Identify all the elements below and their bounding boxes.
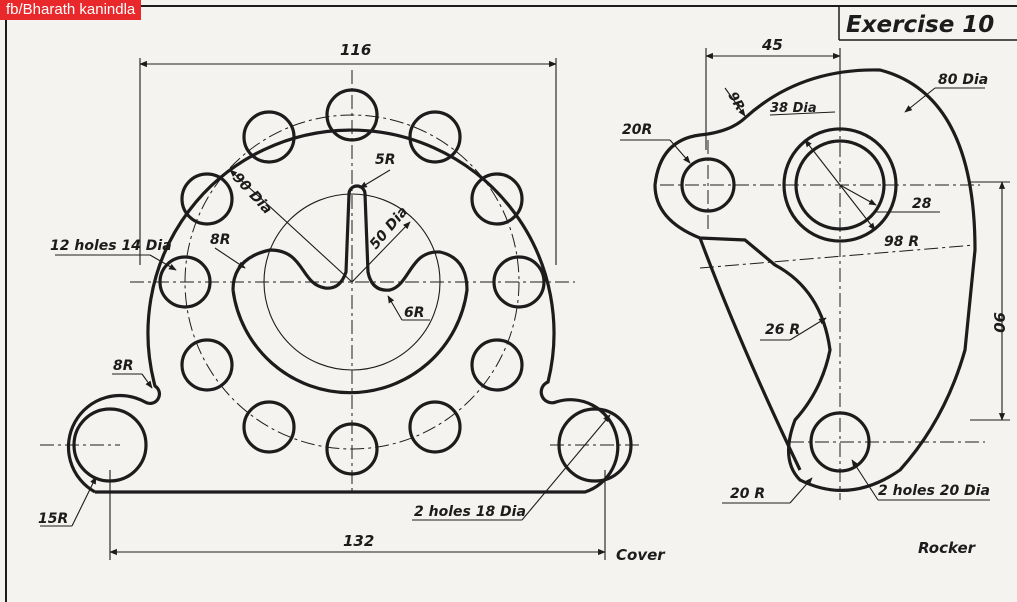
cover-bolt-holes: [158, 88, 546, 476]
dim-8r-base: 8R: [113, 358, 134, 374]
hole-10: [158, 255, 212, 309]
dim-28: 28: [912, 196, 932, 212]
hole-9: [180, 338, 234, 392]
hole-2: [408, 110, 462, 164]
dim-116: 116: [340, 41, 371, 59]
dim-26r: 26 R: [765, 322, 800, 338]
rocker-centerlines: [660, 118, 985, 500]
cover-caption: Cover: [616, 546, 666, 564]
cover-dimensions: [40, 58, 611, 560]
watermark-label: fb/Bharath kanindla: [0, 0, 142, 20]
base-hole-right: [557, 407, 633, 483]
dim-90: 90: [990, 312, 1008, 333]
dim-2-holes-20: 2 holes 20 Dia: [878, 483, 990, 499]
hole-6: [408, 400, 462, 454]
hole-3: [470, 172, 524, 226]
hole-11: [180, 172, 234, 226]
hole-7: [325, 422, 379, 476]
hole-8: [242, 400, 296, 454]
hole-1: [325, 88, 379, 142]
dim-80-dia: 80 Dia: [938, 72, 988, 88]
rocker-dimension-labels: 45 9R 38 Dia 20R 80 Dia 28 98 R 90 26 R …: [622, 36, 1008, 557]
sheet-border: [0, 5, 1017, 602]
dim-98r: 98 R: [884, 234, 919, 250]
rocker-drawing: 45 9R 38 Dia 20R 80 Dia 28 98 R 90 26 R …: [620, 36, 1010, 557]
exercise-title: Exercise 10: [846, 12, 994, 38]
dim-5r: 5R: [375, 152, 396, 168]
cover-drawing: 116 132 90 Dia 12 holes 14 Dia 5R 50 Dia…: [38, 41, 666, 564]
hole-4: [492, 255, 546, 309]
dim-12-holes: 12 holes 14 Dia: [50, 238, 172, 254]
rocker-caption: Rocker: [918, 539, 977, 557]
cover-outline: [66, 128, 620, 494]
dim-38-dia: 38 Dia: [770, 101, 817, 116]
dim-45: 45: [761, 36, 783, 54]
cover-centerlines: [40, 70, 640, 495]
hole-12: [242, 110, 296, 164]
dim-90-dia: 90 Dia: [229, 170, 275, 218]
dim-2-holes-18: 2 holes 18 Dia: [414, 504, 526, 520]
cover-inner-slot: [231, 184, 469, 395]
dim-8r-slot: 8R: [210, 232, 231, 248]
dim-6r: 6R: [404, 305, 425, 321]
dim-20r-bottom: 20 R: [730, 486, 765, 502]
hole-5: [470, 338, 524, 392]
dim-132: 132: [343, 532, 374, 550]
dim-15r: 15R: [38, 511, 68, 527]
rocker-hatched-section: [653, 68, 977, 492]
dim-20r-top: 20R: [622, 122, 652, 138]
rocker-lower-limb: [698, 237, 802, 471]
rocker-dimensions: [620, 48, 1010, 504]
dim-9r: 9R: [725, 90, 748, 114]
